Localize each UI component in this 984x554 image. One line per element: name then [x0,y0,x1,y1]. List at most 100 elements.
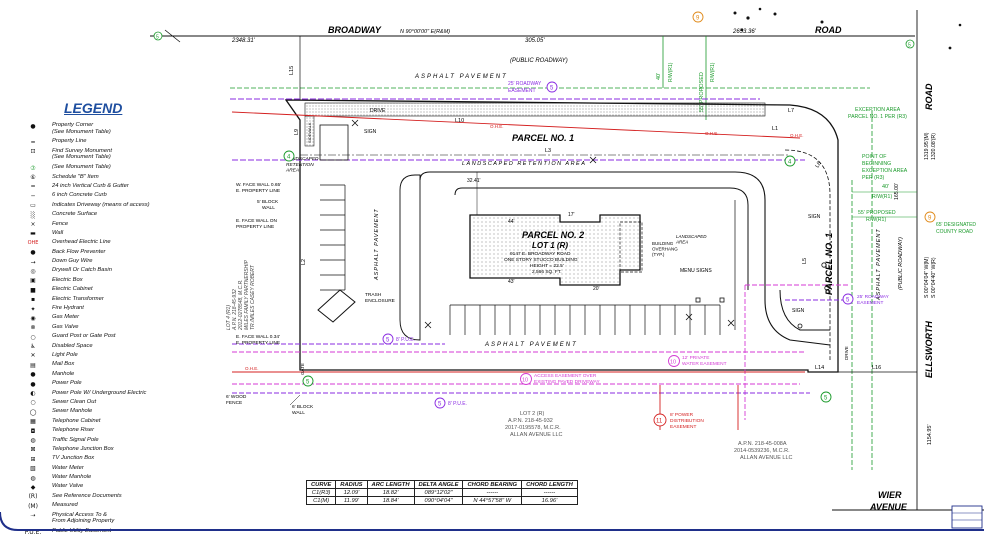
legend-item-label: (See Monument Table) [52,164,111,171]
pob-1: POINT OF [862,154,886,160]
legend-item: ◯Sewer Manhole [14,408,214,417]
survey-monument-icon: ⊡ [30,148,36,156]
legend-item-label: Property Corner (See Monument Table) [52,122,111,135]
legend-item: ○Sewer Clean Out [14,399,214,408]
legend-item: ◆Water Valve [14,483,214,492]
legend-item-label: Light Pole [52,351,78,358]
curve-table-header-cell: CHORD LENGTH [521,480,578,489]
curve-table-cell: 12.09' [335,488,368,497]
block-wall-leader [289,394,301,406]
legend-item: ▧Water Meter [14,465,214,474]
property-boundary [284,99,839,373]
legend-item: ◍Water Manhole [14,474,214,483]
asphalt-pavement-top: ASPHALT PAVEMENT [414,74,508,80]
l3-label: L3 [545,148,551,154]
e-property-line-2: E. PROPERTY LINE [236,340,280,346]
broadway-tick-left [164,29,181,43]
legend-item-label: Mail Box [52,361,75,368]
legend-item: ✦Fire Hydrant [14,305,214,314]
drive-vert: DRIVE [844,346,849,360]
item-4-left-num: 4 [287,155,291,161]
ohe-line [231,111,801,139]
title-block-stub [951,505,983,529]
curve-table-cell: ------ [521,488,578,497]
curve-table-header-cell: CHORD BEARING [462,480,523,489]
legend-item: ▭Indicates Driveway (means of access) [14,202,214,211]
left-landscape-island [319,124,349,161]
legend-item: ●Manhole [14,371,214,380]
dim-17: 17' [568,212,575,218]
dim-43: 43' [508,279,515,285]
ohe-label-3: O.H.E. [790,133,804,138]
curb-inner-loop [454,187,749,290]
legend-item-label: 24 inch Vertical Curb & Gutter [52,182,129,189]
trash-enclosure [317,289,356,323]
dist-right: 2653.36' [732,29,757,35]
item-10-access-num: 10 [522,378,528,384]
item-5-top [546,81,558,93]
legend-item-label: Measured [52,502,78,509]
lot2-label: LOT 2 (R) [520,411,545,417]
curve-table-header-cell: RADIUS [335,480,368,489]
legend-item-label: Telephone Riser [52,427,95,434]
property-corner-icon: ● [30,122,36,130]
pue-8b-label: 8' P.U.E. [448,401,467,407]
power-pole-underground-icon: ◐ [30,390,36,398]
item-9-top-num: 9 [696,16,700,22]
water-easement: WATER EASEMENT [682,361,727,367]
water-valve-icon: ◆ [30,483,36,491]
item-10-water-num: 10 [670,360,676,366]
power-pole-icon: ● [30,380,36,388]
legend-item: ● Property Corner (See Monument Table) [14,122,214,138]
gas-meter-icon: ◉ [30,314,36,322]
building-height: HEIGHT = 22.5' [530,263,564,269]
item-5-right [842,293,854,305]
curve-table-cell: 11.99' [335,496,368,505]
exception-area: EXCEPTION AREA [855,107,901,113]
back-flow-icon: ● [30,249,36,257]
curb-outer-loop [419,171,831,346]
curve-table-cell: 089°12'02" [413,488,464,497]
e-property-line-1: E. PROPERTY LINE [236,188,280,194]
item-5-top-num: 5 [550,86,554,92]
item-4-right-num: 4 [788,160,792,166]
disabled-space-icon: ♿ [30,343,36,351]
rw-40-vert: 40' [656,73,662,80]
pob-3: EXCEPTION AREA [862,168,908,174]
item-4-left [283,150,295,162]
building-overhang [619,221,643,273]
monument-7-right [905,39,915,49]
asphalt-pavement-bottom: ASPHALT PAVEMENT [484,342,578,348]
building-island [399,174,421,341]
ohe-label-2: O.H.E. [705,131,719,136]
l9-label: L9 [294,129,300,135]
curve-table-header-cell: ARC LENGTH [366,480,415,489]
sidewalk-label: SIDEWALK [307,122,312,143]
water-manhole-icon: ◍ [30,474,36,482]
legend-item-label: Guard Post or Gate Post [52,333,116,340]
physical-access-icon: ⇢ [30,512,36,520]
asphalt-pavement-vert: ASPHALT PAVEMENT [374,208,380,281]
sewer-manhole-icon: ◯ [29,408,37,416]
l2-label: L2 [301,259,307,265]
exception-parcel: PARCEL NO. 1 PER (R3) [848,114,907,120]
sewer-clean-out-icon: ○ [30,399,36,407]
legend-item-label: Electric Transformer [52,295,104,302]
sheet-border [0,511,984,531]
legend-item-label: Fire Hydrant [52,305,84,312]
legend-item: ⊞TV Junction Box [14,455,214,464]
curve-table-cell: ------ [462,488,523,497]
right-doc: 2014-0539236, M.C.R. [734,448,790,454]
item-4-right [784,155,796,167]
face-wall-on: E. FACE WALL ON [236,218,277,224]
legend-item-label: Electric Cabinet [52,286,93,293]
legend-item: (M)Measured [14,502,214,511]
legend-item: ⇢Physical Access To & From Adjoining Pro… [14,512,214,528]
legend-item-label: Water Meter [52,464,84,471]
easement-25-word: EASEMENT [508,88,536,94]
dist-165: 165.00' [894,183,900,200]
legend-item: ◎Drywell Or Catch Basin [14,267,214,276]
rw-r1-vert: R/W(R1) [668,62,674,82]
